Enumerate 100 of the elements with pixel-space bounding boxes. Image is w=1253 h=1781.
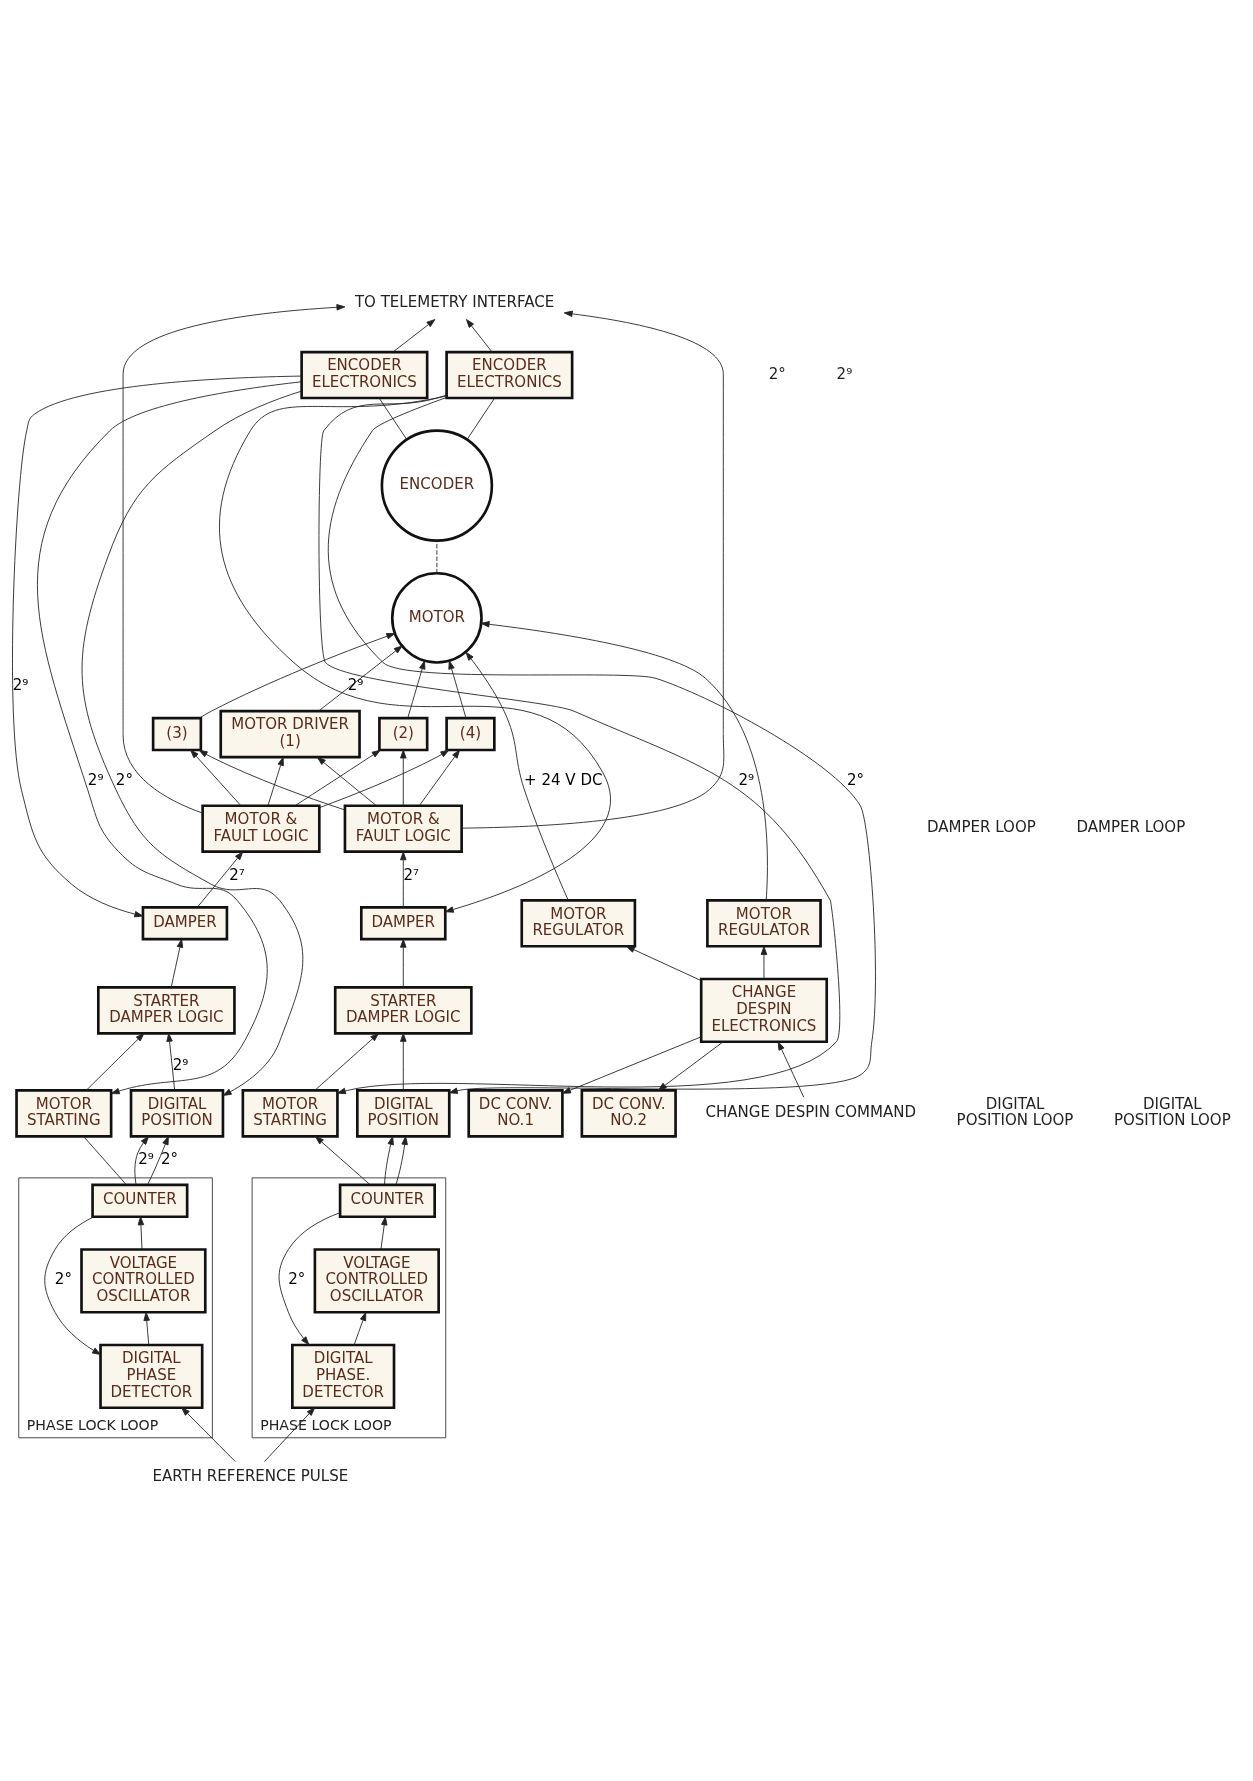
arrow — [81, 390, 304, 1096]
arrow — [37, 381, 302, 1095]
arrow — [480, 621, 768, 901]
node-circle: ENCODER — [380, 429, 494, 542]
arrow — [777, 1041, 805, 1098]
arrow — [319, 749, 450, 808]
edge-label: + 24 V DC — [524, 771, 603, 790]
arrow — [264, 1407, 316, 1462]
edge-label: 2° — [846, 771, 864, 790]
arrow — [562, 1036, 702, 1094]
node-box: MOTOR & FAULT LOGIC — [201, 804, 321, 853]
arrow — [315, 1136, 371, 1186]
edge-label: 2⁹ — [87, 771, 104, 790]
connector — [466, 397, 495, 440]
arrow — [626, 945, 702, 982]
label: 2° — [768, 364, 786, 383]
node-text: EARTH REFERENCE PULSE — [152, 1467, 349, 1486]
node-box: DAMPER — [359, 906, 447, 941]
edge-label: 2⁹ — [12, 676, 29, 695]
label: DIGITAL POSITION LOOP — [956, 1094, 1074, 1130]
edge-label: 2⁷ — [229, 865, 245, 884]
arrow — [197, 851, 244, 908]
node-box: COUNTER — [91, 1183, 189, 1219]
node-box: DC CONV. NO.2 — [580, 1089, 677, 1138]
arrow — [760, 946, 768, 980]
arrow — [198, 749, 346, 811]
node-box: (3) — [151, 716, 203, 752]
arrow — [400, 851, 407, 908]
arrow — [134, 1136, 149, 1186]
connector — [436, 540, 438, 574]
edge-label: 2⁹ — [172, 1055, 189, 1074]
edge-label: 2° — [288, 1270, 306, 1289]
node-box: MOTOR STARTING — [241, 1089, 339, 1138]
arrow — [400, 938, 407, 988]
arrow — [147, 1136, 169, 1186]
label: 2⁹ — [836, 364, 853, 383]
arrow — [166, 1032, 176, 1091]
arrow — [466, 319, 493, 353]
edge-label: 2° — [115, 771, 133, 790]
arrow — [181, 1407, 236, 1462]
node-box: MOTOR REGULATOR — [520, 898, 637, 948]
arrow — [85, 1032, 145, 1091]
node-box: COUNTER — [338, 1183, 436, 1219]
node-box: VOLTAGE CONTROLLED OSCILLATOR — [80, 1248, 207, 1314]
connector — [83, 1136, 127, 1186]
node-box: MOTOR DRIVER (1) — [219, 709, 361, 759]
arrow — [657, 1041, 724, 1091]
edge-label: 2⁹ — [138, 1150, 154, 1169]
node-box: STARTER DAMPER LOGIC — [97, 986, 236, 1035]
arrow — [267, 756, 284, 807]
arrow — [170, 938, 184, 988]
arrow — [143, 1312, 150, 1346]
edge-label: 2⁹ — [347, 676, 364, 695]
node-text: CHANGE DESPIN COMMAND — [705, 1102, 917, 1121]
arrow — [384, 1136, 394, 1186]
arrow — [137, 1216, 145, 1250]
arrow — [380, 1216, 388, 1250]
node-box: DAMPER — [141, 906, 229, 941]
node-box: MOTOR REGULATOR — [706, 898, 822, 948]
edge-label: 2° — [160, 1150, 179, 1169]
arrow — [278, 1212, 341, 1346]
edge-label: 2⁹ — [738, 771, 755, 790]
label: DIGITAL POSITION LOOP — [1113, 1094, 1231, 1130]
arrow — [400, 1032, 407, 1091]
arrow — [461, 310, 725, 829]
node-box: CHANGE DESPIN ELECTRONICS — [699, 977, 829, 1044]
node-box: MOTOR STARTING — [15, 1089, 113, 1138]
node-box: (4) — [445, 716, 496, 752]
arrow — [294, 749, 381, 806]
label: DAMPER LOOP — [1076, 818, 1186, 837]
arrow — [318, 645, 403, 712]
node-box: DIGITAL PHASE DETECTOR — [99, 1343, 204, 1410]
label: DAMPER LOOP — [927, 818, 1036, 837]
arrow — [400, 749, 407, 807]
arrow — [12, 375, 302, 918]
node-box: (2) — [378, 716, 429, 752]
arrow — [448, 660, 467, 719]
node-box: ENCODER ELECTRONICS — [445, 350, 574, 400]
arrow — [190, 749, 242, 807]
node-box: DC CONV. NO.1 — [467, 1089, 564, 1138]
node-box: ENCODER ELECTRONICS — [300, 350, 429, 400]
node-box: DIGITAL POSITION — [129, 1089, 225, 1138]
node-text: TO TELEMETRY INTERFACE — [354, 293, 555, 312]
arrow — [353, 1312, 367, 1346]
arrow — [316, 756, 377, 807]
edge-label: 2° — [54, 1270, 72, 1289]
node-box: DIGITAL POSITION — [356, 1089, 451, 1138]
connector — [378, 397, 408, 440]
arrow — [392, 319, 436, 353]
node-box: DIGITAL PHASE. DETECTOR — [291, 1343, 396, 1410]
arrow — [395, 1136, 408, 1186]
arrow — [314, 1032, 379, 1091]
arrow — [122, 304, 346, 814]
arrow — [407, 660, 426, 719]
arrow — [44, 1216, 101, 1355]
arrow — [198, 633, 396, 719]
node-box: STARTER DAMPER LOGIC — [333, 986, 473, 1035]
node-box: VOLTAGE CONTROLLED OSCILLATOR — [313, 1248, 440, 1314]
arrow — [465, 651, 569, 901]
edge-label: 2⁷ — [403, 865, 420, 884]
